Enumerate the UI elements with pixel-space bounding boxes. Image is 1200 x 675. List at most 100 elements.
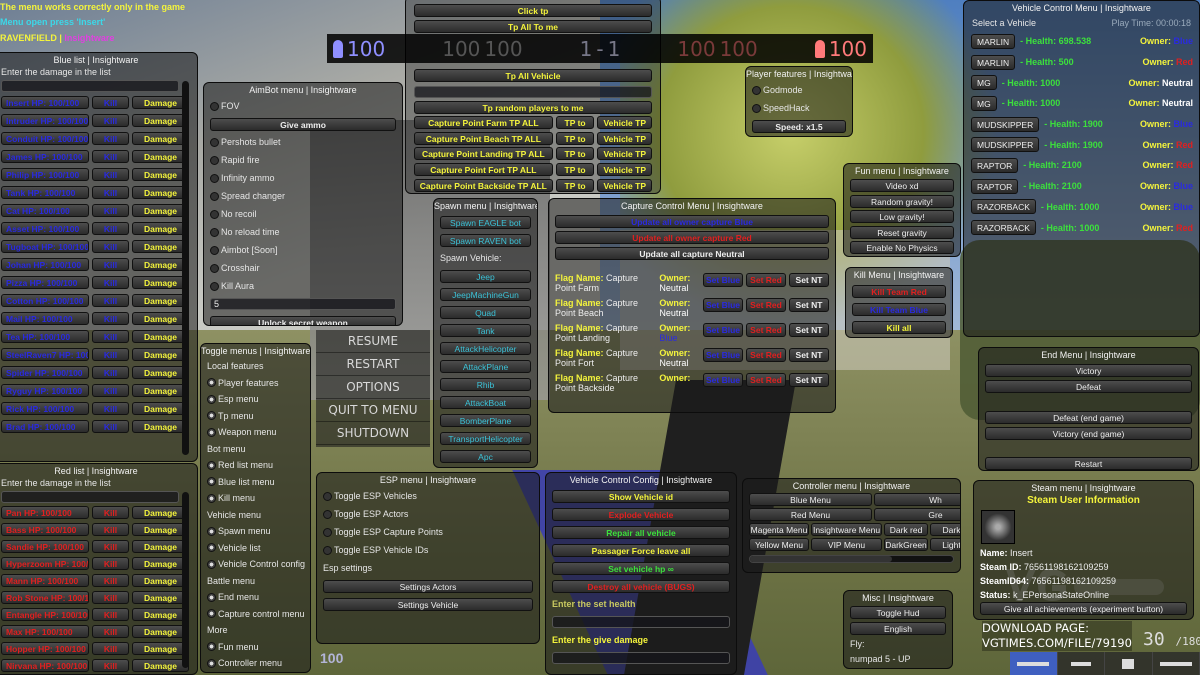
kill-aura-checkbox[interactable]: [210, 281, 219, 291]
damage-button[interactable]: Damage: [132, 506, 189, 519]
capture-point-farm-tp-all-button[interactable]: Capture Point Farm TP ALL: [414, 116, 553, 130]
tp-random-players-to-me-button[interactable]: Tp random players to me: [414, 100, 652, 114]
red-menu-button[interactable]: Red Menu: [749, 508, 872, 521]
damage-button[interactable]: Damage: [132, 203, 189, 217]
set-blue-button[interactable]: Set Blue: [703, 298, 743, 312]
player-name-button[interactable]: Pan HP: 100/100: [1, 506, 89, 519]
player-name-button[interactable]: Cotton HP: 100/100: [1, 293, 89, 307]
kill-button[interactable]: Kill: [92, 311, 129, 325]
set-neutral-button[interactable]: Set NT: [789, 273, 829, 287]
pershots-bullet-checkbox[interactable]: [210, 137, 219, 147]
speedhack-checkbox[interactable]: [752, 103, 761, 113]
player-name-button[interactable]: Bass HP: 100/100: [1, 523, 89, 536]
kill-button[interactable]: Kill: [92, 506, 129, 519]
controller-scrollbar[interactable]: [749, 555, 954, 563]
damage-button[interactable]: Damage: [132, 257, 189, 271]
set-red-button[interactable]: Set Red: [746, 373, 786, 387]
raptor-vehicle-button[interactable]: RAPTOR: [971, 178, 1019, 194]
damage-button[interactable]: Damage: [132, 293, 189, 307]
toggle-esp-vehicles-checkbox[interactable]: [323, 491, 332, 501]
tp-to-button[interactable]: TP to: [555, 147, 595, 161]
player-name-button[interactable]: Cat HP: 100/100: [1, 203, 89, 217]
player-name-button[interactable]: Pizza HP: 100/100: [1, 275, 89, 289]
kill-all-button[interactable]: Kill all: [852, 320, 946, 334]
vehicle-control-config-checkbox[interactable]: [207, 559, 216, 569]
magenta-menu-button[interactable]: Magenta Menu: [749, 523, 809, 536]
gre-button[interactable]: Gre: [874, 508, 960, 521]
text-input[interactable]: [414, 85, 652, 98]
light-button[interactable]: Light: [930, 538, 960, 551]
set-blue-button[interactable]: Set Blue: [703, 373, 743, 387]
kill-button[interactable]: Kill: [92, 257, 129, 271]
no-reload-time-checkbox[interactable]: [210, 227, 219, 237]
spread-changer-checkbox[interactable]: [210, 191, 219, 201]
damage-input[interactable]: [1, 491, 179, 503]
tp-to-button[interactable]: TP to: [555, 116, 595, 130]
player-name-button[interactable]: Tea HP: 100/100: [1, 329, 89, 343]
set-red-button[interactable]: Set Red: [746, 298, 786, 312]
set-red-button[interactable]: Set Red: [746, 348, 786, 362]
end-menu-checkbox[interactable]: [207, 592, 216, 602]
kill-button[interactable]: Kill: [92, 167, 129, 181]
low-gravity-button[interactable]: Low gravity!: [850, 210, 954, 224]
list-scrollbar[interactable]: [182, 492, 189, 668]
yellow-menu-button[interactable]: Yellow Menu: [749, 538, 809, 551]
toggle-esp-actors-checkbox[interactable]: [323, 509, 332, 519]
give-ammo-button[interactable]: Give ammo: [210, 117, 396, 131]
dark-red-button[interactable]: Dark red: [884, 523, 928, 536]
shutdown-menu-item[interactable]: SHUTDOWN: [316, 422, 430, 445]
kill-button[interactable]: Kill: [92, 131, 129, 145]
damage-input[interactable]: [1, 80, 179, 92]
spawn-eagle-bot-button[interactable]: Spawn EAGLE bot: [440, 215, 531, 229]
kill-button[interactable]: Kill: [92, 275, 129, 289]
kill-button[interactable]: Kill: [92, 574, 129, 587]
kill-button[interactable]: Kill: [92, 221, 129, 235]
set-red-button[interactable]: Set Red: [746, 323, 786, 337]
fov-checkbox[interactable]: [210, 101, 219, 111]
player-name-button[interactable]: Insert HP: 100/100: [1, 95, 89, 109]
set-neutral-button[interactable]: Set NT: [789, 348, 829, 362]
capture-point-beach-tp-all-button[interactable]: Capture Point Beach TP ALL: [414, 131, 553, 145]
kill-button[interactable]: Kill: [92, 185, 129, 199]
weapon-menu-checkbox[interactable]: [207, 427, 216, 437]
player-name-button[interactable]: Rick HP: 100/100: [1, 401, 89, 415]
passager-force-leave-all-button[interactable]: Passager Force leave all: [552, 543, 730, 557]
apc-button[interactable]: Apc: [440, 449, 531, 463]
kill-button[interactable]: Kill: [92, 591, 129, 604]
damage-button[interactable]: Damage: [132, 113, 189, 127]
weapon-slot-launcher[interactable]: [1152, 652, 1200, 675]
kill-team-blue-button[interactable]: Kill Team Blue: [852, 302, 946, 316]
weapon-slot-equipment[interactable]: [1105, 652, 1153, 675]
destroy-all-vehicle-bugs-button[interactable]: Destroy all vehicle (BUGS): [552, 579, 730, 593]
settings-actors-button[interactable]: Settings Actors: [323, 579, 533, 593]
player-name-button[interactable]: Johan HP: 100/100: [1, 257, 89, 271]
player-name-button[interactable]: Hyperzoom HP: 100/100: [1, 557, 89, 570]
restart-menu-item[interactable]: RESTART: [316, 353, 430, 376]
mudskipper-vehicle-button[interactable]: MUDSKIPPER: [971, 116, 1040, 132]
vehicle-tp-button[interactable]: Vehicle TP: [597, 163, 653, 177]
bomberplane-button[interactable]: BomberPlane: [440, 413, 531, 427]
player-name-button[interactable]: Rob Stone HP: 100/100: [1, 591, 89, 604]
attackhelicopter-button[interactable]: AttackHelicopter: [440, 341, 531, 355]
player-name-button[interactable]: Max HP: 100/100: [1, 625, 89, 638]
random-gravity-button[interactable]: Random gravity!: [850, 194, 954, 208]
toggle-hud-button[interactable]: Toggle Hud: [850, 606, 946, 620]
give-achievements-button[interactable]: Give all achievements (experiment button…: [980, 602, 1187, 615]
capture-point-backside-tp-all-button[interactable]: Capture Point Backside TP ALL: [414, 178, 553, 192]
dark-button[interactable]: Dark: [930, 523, 960, 536]
player-name-button[interactable]: Mail HP: 100/100: [1, 311, 89, 325]
set-blue-button[interactable]: Set Blue: [703, 348, 743, 362]
speed-x1-5-button[interactable]: Speed: x1.5: [752, 119, 846, 133]
quit-to-menu-menu-item[interactable]: QUIT TO MENU: [316, 399, 430, 422]
toggle-esp-vehicle-ids-checkbox[interactable]: [323, 545, 332, 555]
set-neutral-button[interactable]: Set NT: [789, 298, 829, 312]
player-name-button[interactable]: Entangle HP: 100/100: [1, 608, 89, 621]
vehicle-tp-button[interactable]: Vehicle TP: [597, 178, 653, 192]
show-vehicle-id-button[interactable]: Show Vehicle id: [552, 489, 730, 503]
defeat-end-game-button[interactable]: Defeat (end game): [985, 410, 1192, 424]
text-input[interactable]: [552, 652, 730, 664]
insightware-menu-button[interactable]: Insightware Menu: [811, 523, 882, 536]
rapid-fire-checkbox[interactable]: [210, 155, 219, 165]
infinity-ammo-checkbox[interactable]: [210, 173, 219, 183]
darkgreen-button[interactable]: DarkGreen: [884, 538, 928, 551]
